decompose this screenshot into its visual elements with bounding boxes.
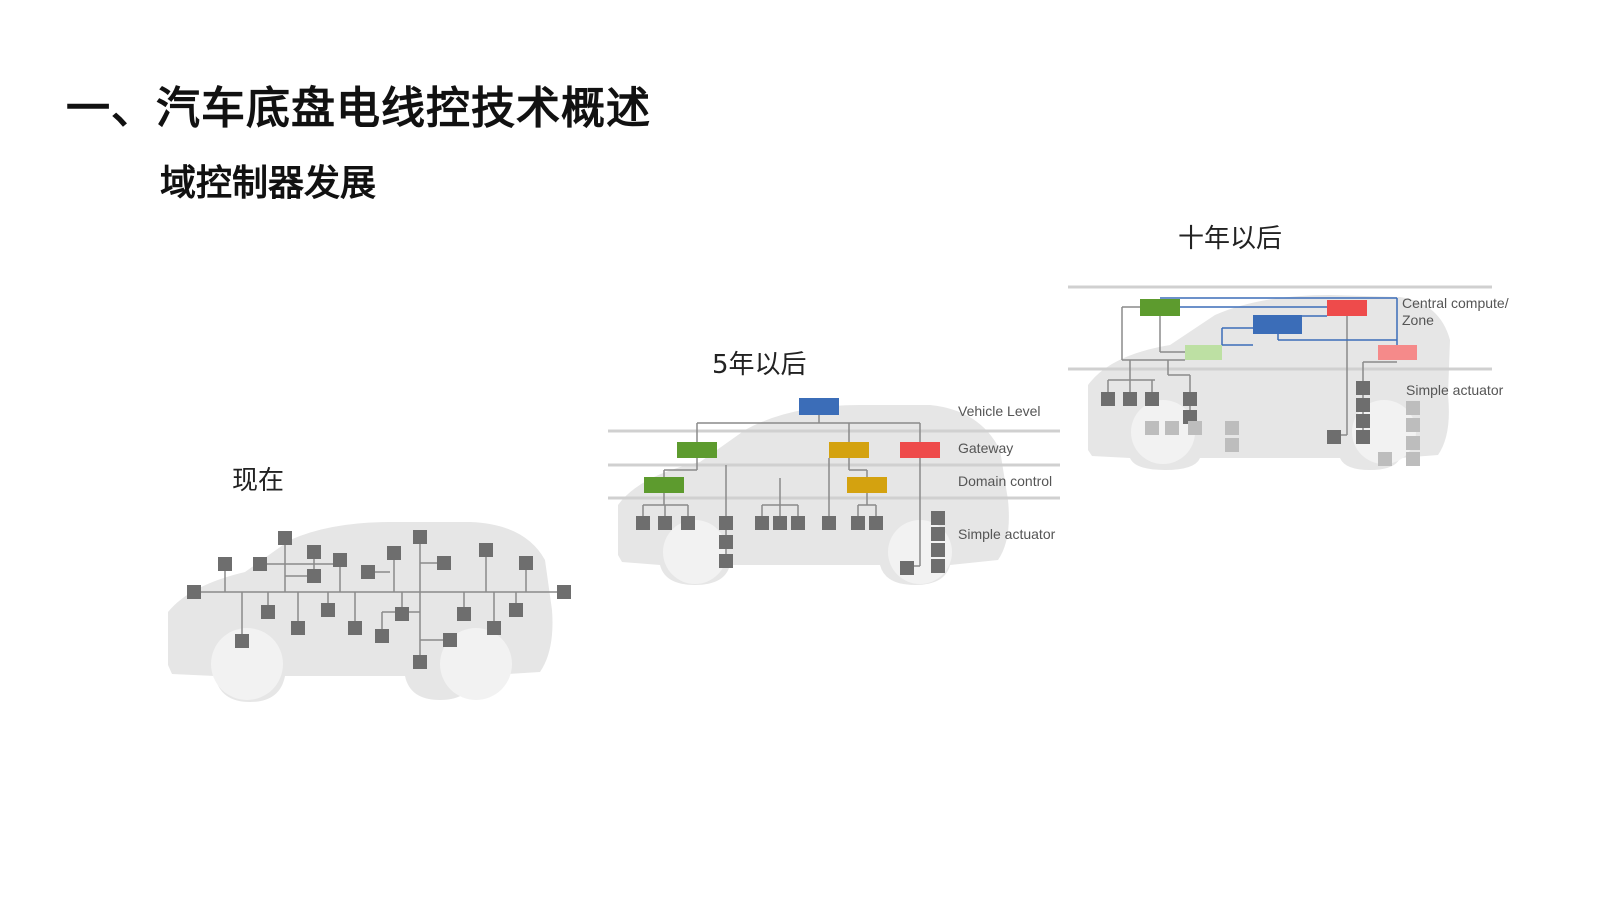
actuators-five-years — [636, 511, 945, 575]
actuators-ten-years — [1101, 381, 1370, 444]
wheel-five-front — [663, 520, 727, 584]
layer-label-simple-actuator-five: Simple actuator — [958, 526, 1056, 542]
layer-label-simple-actuator-ten: Simple actuator — [1406, 382, 1504, 398]
domain-controller-green — [644, 477, 684, 493]
faded-actuators-ten-years — [1145, 401, 1420, 466]
central-compute-blue — [1253, 315, 1302, 334]
wheel-now-front — [211, 628, 283, 700]
zone-controller-green — [1140, 299, 1180, 316]
car-five-years: Vehicle Level Gateway Domain control Sim… — [608, 398, 1060, 585]
gateway-yellow — [829, 442, 869, 458]
stage-label-ten-years: 十年以后 — [1178, 224, 1283, 254]
stage-label-now: 现在 — [232, 466, 285, 496]
wheel-ten-front — [1131, 400, 1195, 464]
wheel-now-rear — [440, 628, 512, 700]
layer-bands-five-years — [608, 429, 1060, 500]
layer-label-central-compute: Central compute/ — [1402, 295, 1509, 311]
layer-bands-ten-years — [1068, 285, 1492, 371]
zone-controller-light-green — [1185, 345, 1222, 360]
domain-controller-yellow — [847, 477, 887, 493]
layer-label-zone: Zone — [1402, 312, 1434, 328]
central-links-ten-years — [1160, 297, 1398, 346]
zone-controller-light-red — [1378, 345, 1417, 360]
zone-controller-red — [1327, 300, 1367, 316]
vehicle-level-controller — [799, 398, 839, 415]
gateway-green — [677, 442, 717, 458]
car-now — [168, 522, 571, 702]
layer-label-gateway: Gateway — [958, 440, 1013, 456]
car-ten-years: Central compute/ Zone Simple actuator — [1068, 285, 1509, 470]
layer-label-domain-control: Domain control — [958, 473, 1052, 489]
gateway-red — [900, 442, 940, 458]
stage-label-five-years: 5年以后 — [712, 350, 807, 380]
page-subtitle: 域控制器发展 — [160, 163, 377, 204]
ecu-nodes-now — [187, 530, 571, 669]
layer-label-vehicle-level: Vehicle Level — [958, 403, 1041, 419]
page-title: 一、汽车底盘电线控技术概述 — [66, 83, 651, 134]
